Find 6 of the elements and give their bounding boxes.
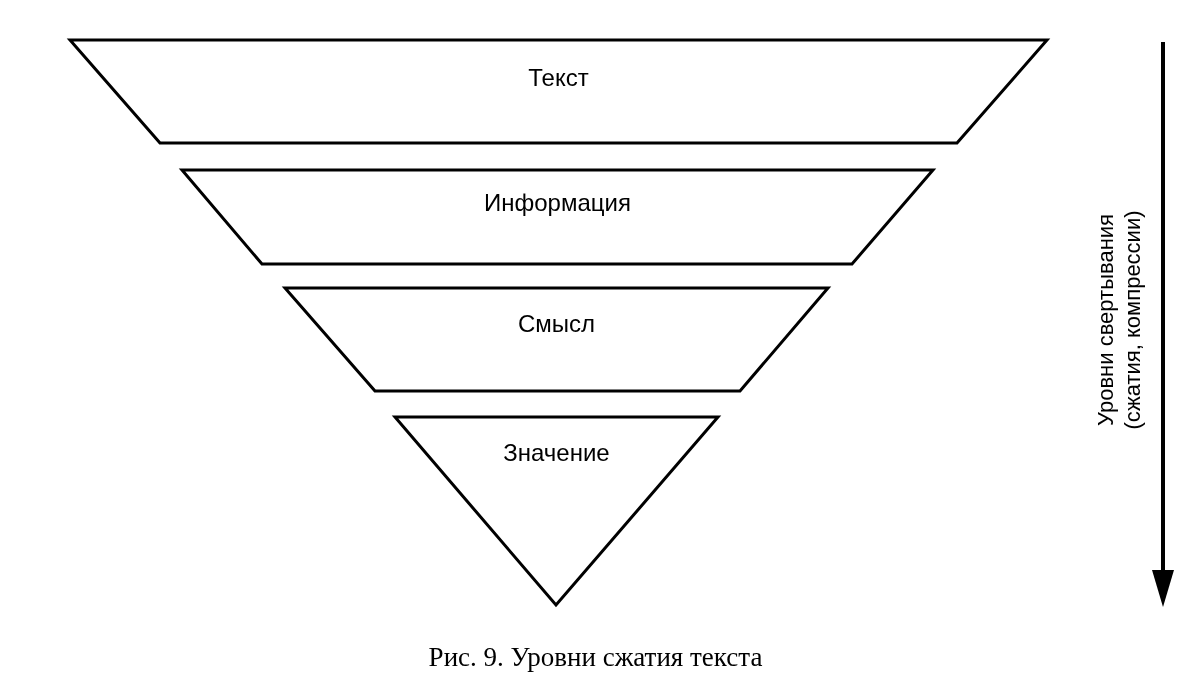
figure-caption: Рис. 9. Уровни сжатия текста [427,642,764,673]
level-label: Текст [527,64,590,92]
axis-label: Уровни свертывания (сжатия, компрессии) [1092,209,1146,432]
level-label: Смысл [516,310,597,338]
level-label: Значение [502,439,611,467]
level-label: Информация [483,189,632,217]
